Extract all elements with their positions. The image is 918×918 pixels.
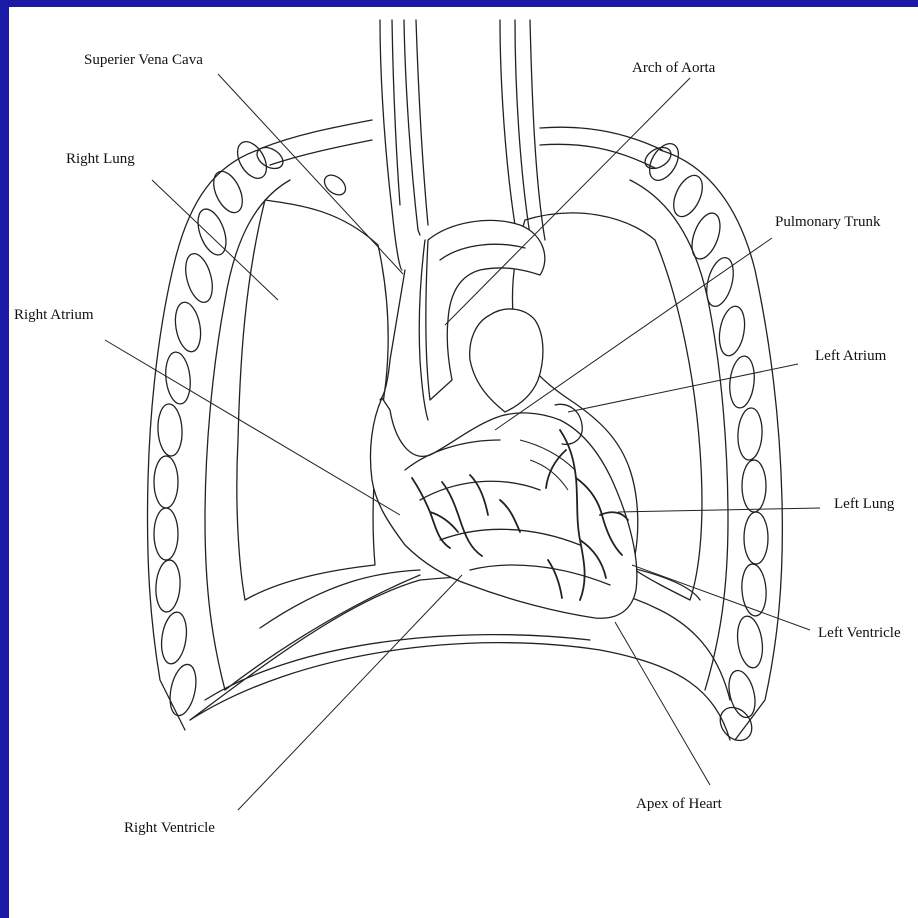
heart [370,398,636,618]
label-pulmonary-trunk: Pulmonary Trunk [775,214,881,230]
label-right-ventricle: Right Ventricle [124,820,215,836]
thoracic-heart-lung-drawing: Superier Vena Cava Arch of Aorta Right L… [9,7,918,918]
illustration-panel: Superier Vena Cava Arch of Aorta Right L… [9,7,918,918]
label-apex-of-heart: Apex of Heart [636,796,723,812]
label-arch-of-aorta: Arch of Aorta [632,60,716,76]
label-right-lung: Right Lung [66,151,135,167]
label-left-atrium: Left Atrium [815,348,887,364]
label-left-lung: Left Lung [834,496,895,512]
diaphragm [190,570,730,740]
label-right-atrium: Right Atrium [14,307,94,323]
label-left-ventricle: Left Ventricle [818,625,901,641]
great-vessels [380,20,545,420]
label-superior-vena-cava: Superier Vena Cava [84,52,203,68]
